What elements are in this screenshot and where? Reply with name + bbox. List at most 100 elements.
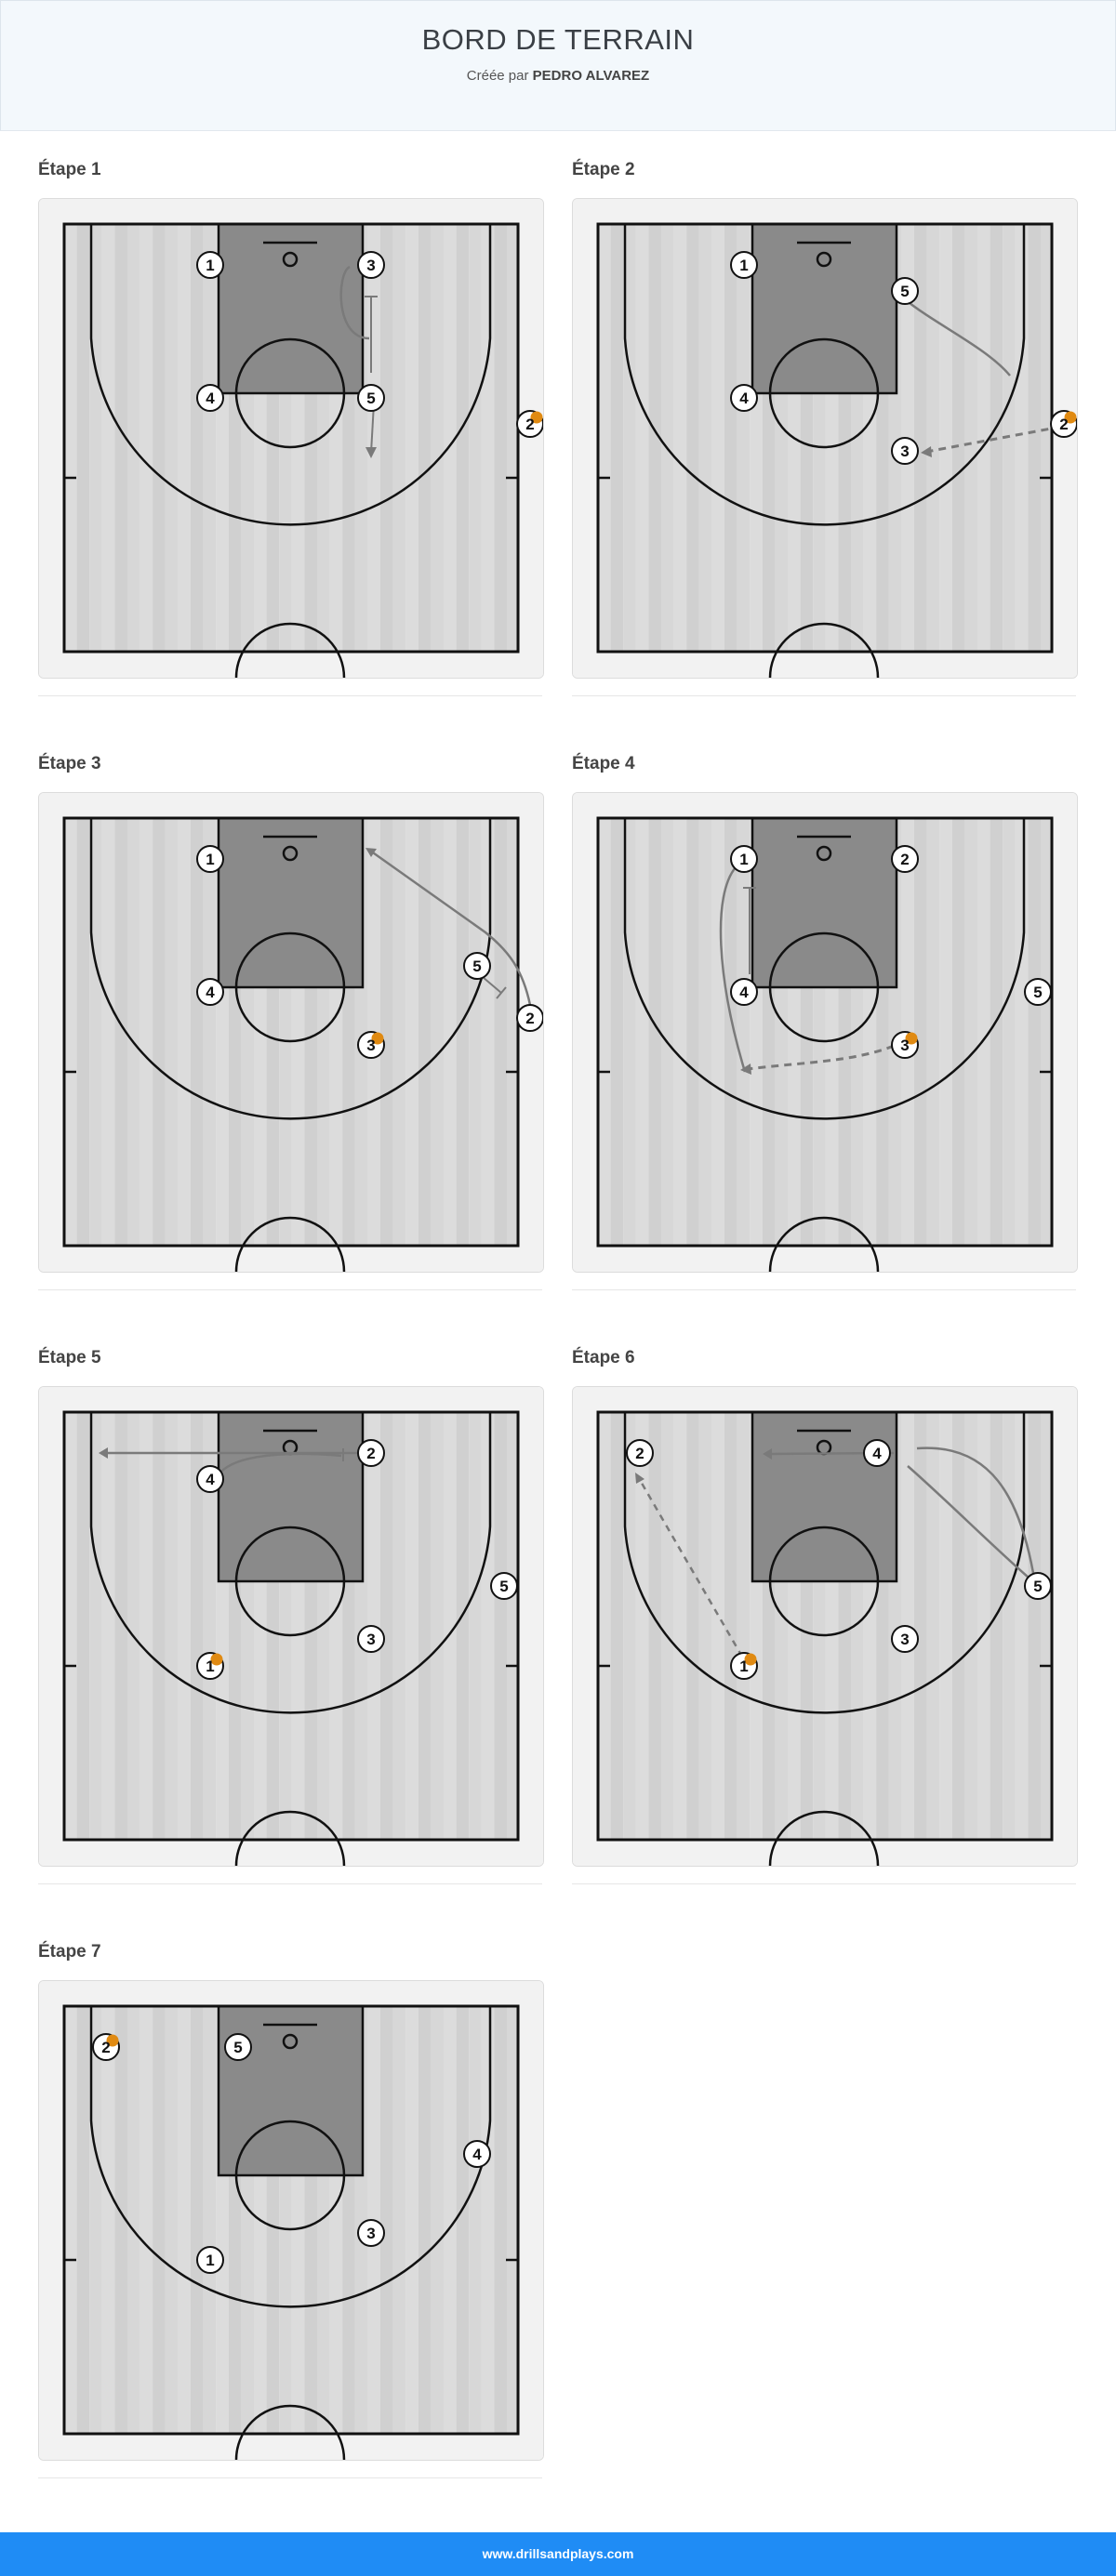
floor-stripe bbox=[153, 224, 166, 652]
player-number: 3 bbox=[366, 1037, 375, 1054]
player-2: 2 bbox=[92, 2033, 120, 2061]
floor-stripe bbox=[939, 818, 952, 1246]
floor-stripe bbox=[165, 224, 179, 652]
player-marker bbox=[891, 277, 919, 305]
floor-stripe bbox=[178, 224, 191, 652]
floor-stripe bbox=[481, 1412, 495, 1840]
three-point-line bbox=[623, 1412, 1026, 1714]
floor-stripe bbox=[127, 1412, 140, 1840]
floor-stripe bbox=[711, 818, 724, 1246]
floor-stripe bbox=[101, 2006, 115, 2434]
player-2: 2 bbox=[626, 1439, 654, 1467]
player-marker bbox=[196, 845, 224, 873]
player-marker bbox=[357, 2219, 385, 2247]
free-throw-circle bbox=[234, 931, 346, 1043]
floor-stripe bbox=[140, 818, 153, 1246]
arrow-head bbox=[635, 1473, 644, 1484]
floor-stripe bbox=[76, 818, 90, 1246]
floor-stripe bbox=[1015, 818, 1029, 1246]
player-marker bbox=[891, 845, 919, 873]
floor-stripe bbox=[431, 224, 444, 652]
floor-stripe bbox=[203, 224, 217, 652]
step-3-movements bbox=[365, 848, 532, 1006]
player-5: 5 bbox=[1024, 978, 1052, 1006]
basket-rim bbox=[282, 845, 299, 862]
floor-stripe bbox=[153, 2006, 166, 2434]
floor-stripe bbox=[507, 818, 520, 1246]
floor-stripe bbox=[89, 818, 102, 1246]
floor-stripe bbox=[661, 818, 674, 1246]
player-1: 1 bbox=[730, 845, 758, 873]
floor-stripe bbox=[114, 818, 127, 1246]
player-marker bbox=[357, 1439, 385, 1467]
subtitle-prefix: Créée par bbox=[466, 68, 529, 84]
footer-link[interactable]: www.drillsandplays.com bbox=[0, 2532, 1116, 2576]
floor-stripe bbox=[673, 224, 687, 652]
player-number: 5 bbox=[233, 2039, 242, 2056]
step-2-movements bbox=[904, 298, 1062, 457]
cut-path bbox=[916, 1447, 1035, 1574]
player-marker bbox=[196, 384, 224, 412]
floor-stripe bbox=[939, 224, 952, 652]
floor-stripe bbox=[456, 224, 470, 652]
floor-stripe bbox=[380, 1412, 393, 1840]
player-number: 2 bbox=[366, 1445, 375, 1462]
step-1-separator bbox=[38, 695, 542, 696]
floor-stripe bbox=[114, 224, 127, 652]
step-1-movements bbox=[339, 265, 378, 458]
floor-stripe bbox=[481, 224, 495, 652]
floor-stripe bbox=[392, 224, 406, 652]
floor-stripe bbox=[724, 224, 737, 652]
floor-stripe bbox=[1041, 1412, 1054, 1840]
player-number: 4 bbox=[872, 1445, 882, 1462]
player-4: 4 bbox=[196, 1465, 224, 1493]
floor-stripe bbox=[127, 2006, 140, 2434]
floor-stripe bbox=[711, 1412, 724, 1840]
court-outline bbox=[62, 816, 520, 1248]
cut-path bbox=[339, 265, 370, 340]
court-outline bbox=[62, 222, 520, 654]
player-number: 3 bbox=[366, 2225, 375, 2242]
player-number: 4 bbox=[206, 1471, 215, 1488]
floor-stripe bbox=[64, 818, 77, 1246]
floor-stripe bbox=[101, 1412, 115, 1840]
floor-stripe bbox=[977, 224, 990, 652]
floor-stripe bbox=[610, 1412, 624, 1840]
floor-stripe bbox=[1015, 1412, 1029, 1840]
floor-stripe bbox=[673, 1412, 687, 1840]
player-3: 3 bbox=[357, 251, 385, 279]
floor-stripe bbox=[469, 818, 482, 1246]
court-outline bbox=[596, 816, 1054, 1248]
player-number: 1 bbox=[206, 1658, 214, 1675]
floor-stripe bbox=[951, 818, 965, 1246]
screen-line bbox=[482, 976, 502, 994]
floor-stripe bbox=[165, 818, 179, 1246]
floor-stripe bbox=[737, 818, 751, 1246]
floor-stripe bbox=[990, 818, 1003, 1246]
ball-icon bbox=[1064, 411, 1077, 424]
floor-stripe bbox=[405, 1412, 418, 1840]
floor-stripe bbox=[598, 1412, 611, 1840]
paint-area bbox=[217, 2004, 365, 2177]
floor-stripe bbox=[418, 2006, 432, 2434]
floor-stripe bbox=[203, 2006, 217, 2434]
player-number: 1 bbox=[206, 257, 214, 274]
arrow-head bbox=[921, 446, 932, 457]
floor-stripe bbox=[114, 2006, 127, 2434]
step-7-separator bbox=[38, 2477, 542, 2478]
floor-stripe bbox=[673, 818, 687, 1246]
floor-stripe bbox=[507, 224, 520, 652]
floor-stripe bbox=[494, 2006, 507, 2434]
floor-stripe bbox=[724, 1412, 737, 1840]
floor-stripe bbox=[76, 1412, 90, 1840]
floor-stripe bbox=[494, 1412, 507, 1840]
player-marker bbox=[490, 1572, 518, 1600]
floor-stripe bbox=[914, 1412, 927, 1840]
player-marker bbox=[196, 2246, 224, 2274]
floor-stripe bbox=[1028, 818, 1041, 1246]
cut-path bbox=[719, 866, 747, 1073]
floor-stripe bbox=[89, 224, 102, 652]
